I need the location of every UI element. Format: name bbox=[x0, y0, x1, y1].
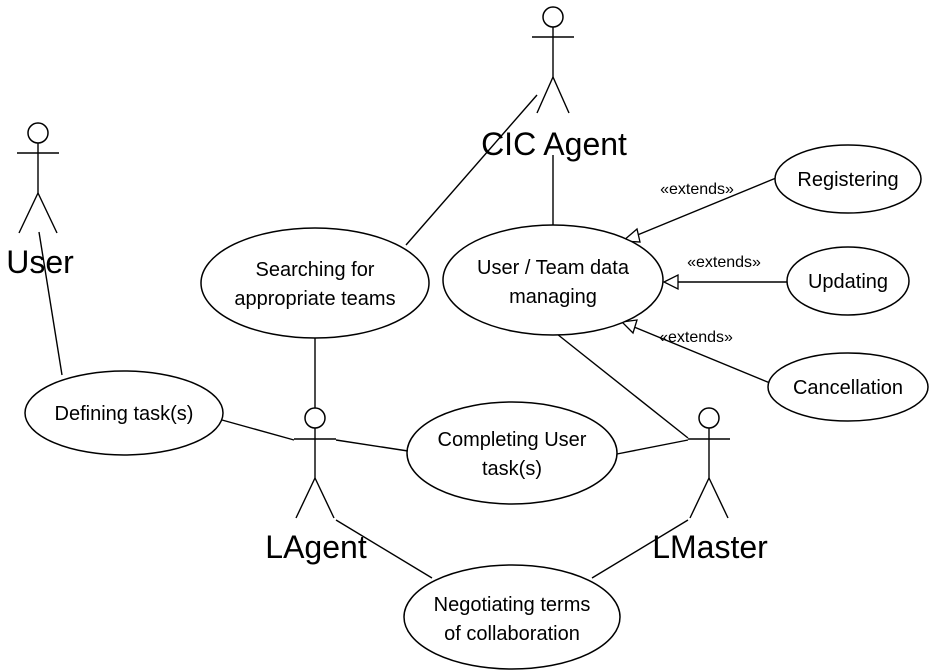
actor-label-lmaster: LMaster bbox=[652, 529, 768, 565]
associations bbox=[38, 94, 689, 579]
use-case-label-line: Completing User bbox=[438, 429, 587, 451]
assoc-defining-lagent bbox=[221, 419, 295, 441]
actor-label-lagent: LAgent bbox=[265, 529, 367, 565]
use-case-label-line: Searching for bbox=[256, 259, 375, 281]
assoc-lmaster-negotiating bbox=[591, 519, 689, 579]
actor-label-cic-agent: CIC Agent bbox=[481, 126, 627, 162]
actor-head bbox=[698, 407, 720, 429]
use-case-ellipse bbox=[774, 144, 922, 214]
extend-arrowhead-cancellation bbox=[620, 319, 638, 335]
actor-cic-agent[interactable]: CIC Agent bbox=[481, 6, 627, 162]
actor-head bbox=[304, 407, 326, 429]
use-case-label-line: Cancellation bbox=[793, 377, 903, 399]
actor-left-leg bbox=[689, 477, 710, 519]
use-case-label-line: managing bbox=[509, 286, 597, 308]
actor-lmaster[interactable]: LMaster bbox=[652, 407, 768, 565]
extend-arrowhead-updating bbox=[662, 273, 679, 291]
extends-label-registering: «extends» bbox=[660, 181, 734, 198]
assoc-completing-lmaster bbox=[616, 439, 689, 455]
assoc-cic-searching bbox=[405, 94, 538, 246]
use-case-ellipse bbox=[442, 224, 664, 336]
assoc-managing-lmaster bbox=[556, 333, 689, 439]
use-case-label-line: of collaboration bbox=[444, 623, 580, 645]
assoc-user-defining bbox=[38, 231, 63, 376]
actor-right-leg bbox=[552, 76, 570, 114]
use-case-label-line: User / Team data bbox=[477, 257, 630, 279]
assoc-lagent-completing bbox=[335, 439, 409, 452]
actor-left-leg bbox=[18, 192, 39, 234]
actor-head bbox=[542, 6, 564, 28]
actor-right-leg bbox=[37, 192, 58, 234]
extend-relations bbox=[620, 177, 788, 384]
use-case-ellipse bbox=[786, 246, 910, 316]
use-case-negotiating[interactable]: Negotiating terms of collaboration bbox=[403, 564, 621, 670]
use-case-ellipse bbox=[403, 564, 621, 670]
actor-right-leg bbox=[708, 477, 729, 519]
use-case-ellipse bbox=[24, 370, 224, 456]
use-case-registering[interactable]: Registering bbox=[774, 144, 922, 214]
actor-user[interactable]: User bbox=[6, 122, 74, 280]
use-case-label-line: Updating bbox=[808, 271, 888, 293]
extend-line-registering bbox=[634, 177, 777, 237]
use-case-label-line: Registering bbox=[797, 169, 898, 191]
use-case-completing[interactable]: Completing User task(s) bbox=[406, 401, 618, 505]
extend-line-cancellation bbox=[633, 326, 771, 384]
actor-label-user: User bbox=[6, 244, 74, 280]
actor-left-leg bbox=[536, 76, 554, 114]
use-case-updating[interactable]: Updating bbox=[786, 246, 910, 316]
actor-lagent[interactable]: LAgent bbox=[265, 407, 367, 565]
use-case-label-line: Negotiating terms bbox=[434, 594, 591, 616]
actor-right-leg bbox=[314, 477, 335, 519]
use-case-managing[interactable]: User / Team data managing bbox=[442, 224, 664, 336]
extends-label-updating: «extends» bbox=[687, 254, 761, 271]
use-case-ellipse bbox=[767, 352, 929, 422]
use-case-defining[interactable]: Defining task(s) bbox=[24, 370, 224, 456]
use-case-cancellation[interactable]: Cancellation bbox=[767, 352, 929, 422]
use-case-label-line: task(s) bbox=[482, 458, 542, 480]
use-case-ellipse bbox=[200, 227, 430, 339]
use-case-searching[interactable]: Searching for appropriate teams bbox=[200, 227, 430, 339]
use-case-label-line: Defining task(s) bbox=[55, 403, 194, 425]
actor-head bbox=[27, 122, 49, 144]
assoc-lagent-negotiating bbox=[335, 519, 433, 579]
actor-left-leg bbox=[295, 477, 316, 519]
extends-label-cancellation: «extends» bbox=[659, 329, 733, 346]
use-case-label-line: appropriate teams bbox=[234, 288, 395, 310]
use-case-ellipse bbox=[406, 401, 618, 505]
